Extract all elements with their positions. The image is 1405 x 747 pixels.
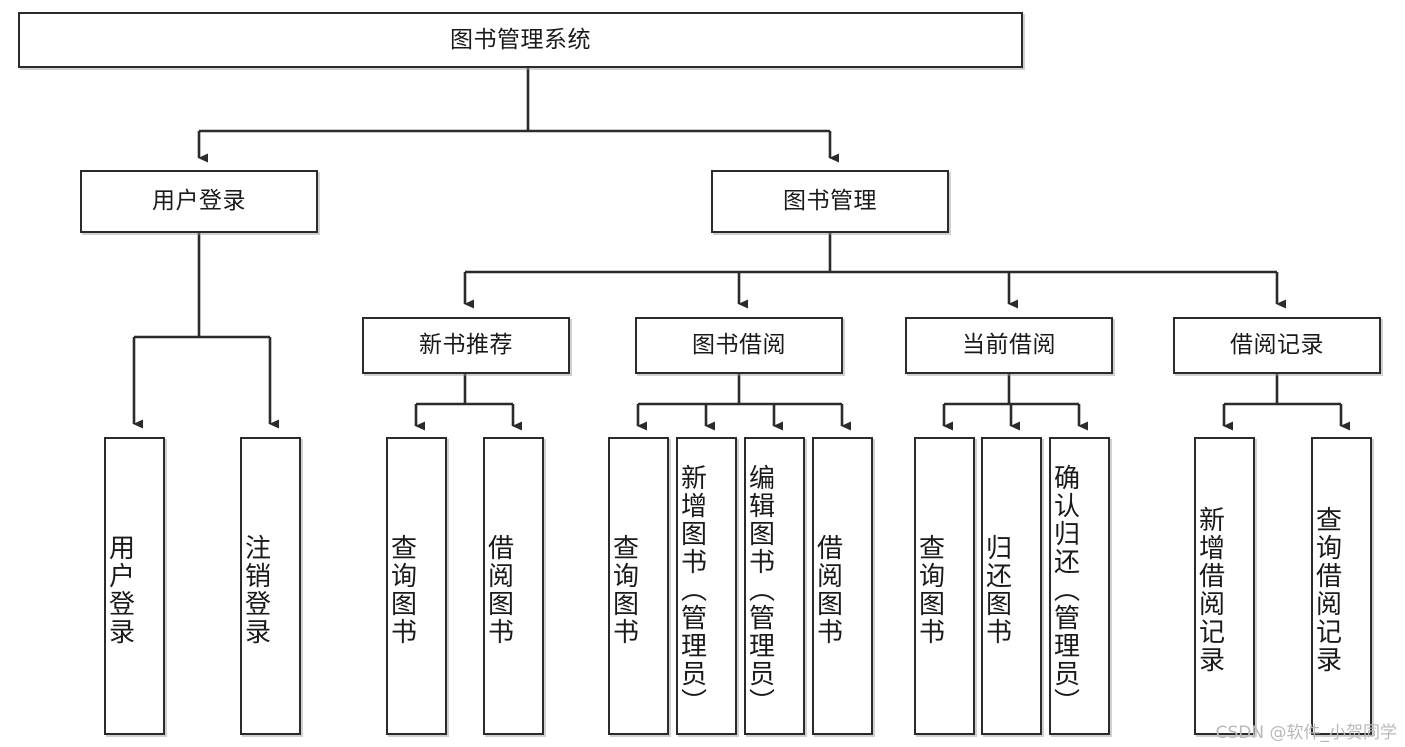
node-new-book-recommend-label: 新书推荐	[419, 332, 513, 358]
leaf-borrow-book-1-label: 借阅图书	[483, 534, 514, 646]
leaf-query-book-3[interactable]: 查询图书	[914, 437, 975, 735]
leaf-query-book-3-label: 查询图书	[914, 534, 945, 646]
leaf-logout-login-label: 注销登录	[240, 534, 271, 646]
leaf-logout-login[interactable]: 注销登录	[240, 437, 301, 735]
node-book-borrow[interactable]: 图书借阅	[635, 317, 843, 374]
node-current-borrow-label: 当前借阅	[962, 332, 1056, 358]
node-borrow-record-label: 借阅记录	[1230, 332, 1324, 358]
leaf-query-book-2-label: 查询图书	[608, 534, 639, 646]
node-user-login-label: 用户登录	[152, 188, 246, 214]
node-book-manage-label: 图书管理	[783, 188, 877, 214]
leaf-user-login-label: 用户登录	[104, 534, 135, 646]
leaf-query-record-label: 查询借阅记录	[1311, 506, 1342, 674]
leaf-borrow-book-1[interactable]: 借阅图书	[483, 437, 544, 735]
leaf-edit-book[interactable]: 编辑图书（管理员）	[744, 437, 805, 735]
node-root[interactable]: 图书管理系统	[18, 12, 1023, 68]
leaf-borrow-book-2[interactable]: 借阅图书	[812, 437, 873, 735]
leaf-query-book-2[interactable]: 查询图书	[608, 437, 669, 735]
leaf-edit-book-label: 编辑图书（管理员）	[744, 464, 775, 716]
leaf-add-record-label: 新增借阅记录	[1194, 506, 1225, 674]
node-book-manage[interactable]: 图书管理	[711, 170, 949, 233]
leaf-query-book-1-label: 查询图书	[386, 534, 417, 646]
leaf-query-book-1[interactable]: 查询图书	[386, 437, 447, 735]
leaf-user-login[interactable]: 用户登录	[104, 437, 165, 735]
node-borrow-record[interactable]: 借阅记录	[1173, 317, 1381, 374]
leaf-add-book-label: 新增图书（管理员）	[676, 464, 707, 716]
leaf-confirm-return-label: 确认归还（管理员）	[1049, 464, 1080, 716]
node-user-login[interactable]: 用户登录	[80, 170, 318, 233]
leaf-return-book-label: 归还图书	[981, 534, 1012, 646]
leaf-confirm-return[interactable]: 确认归还（管理员）	[1049, 437, 1110, 735]
node-new-book-recommend[interactable]: 新书推荐	[362, 317, 570, 374]
leaf-query-record[interactable]: 查询借阅记录	[1311, 437, 1372, 735]
node-root-label: 图书管理系统	[450, 26, 591, 53]
watermark: CSDN @软件_小贺同学	[1215, 723, 1397, 743]
leaf-add-book[interactable]: 新增图书（管理员）	[676, 437, 737, 735]
node-current-borrow[interactable]: 当前借阅	[905, 317, 1113, 374]
node-book-borrow-label: 图书借阅	[692, 332, 786, 358]
leaf-add-record[interactable]: 新增借阅记录	[1194, 437, 1255, 735]
leaf-return-book[interactable]: 归还图书	[981, 437, 1042, 735]
leaf-borrow-book-2-label: 借阅图书	[812, 534, 843, 646]
